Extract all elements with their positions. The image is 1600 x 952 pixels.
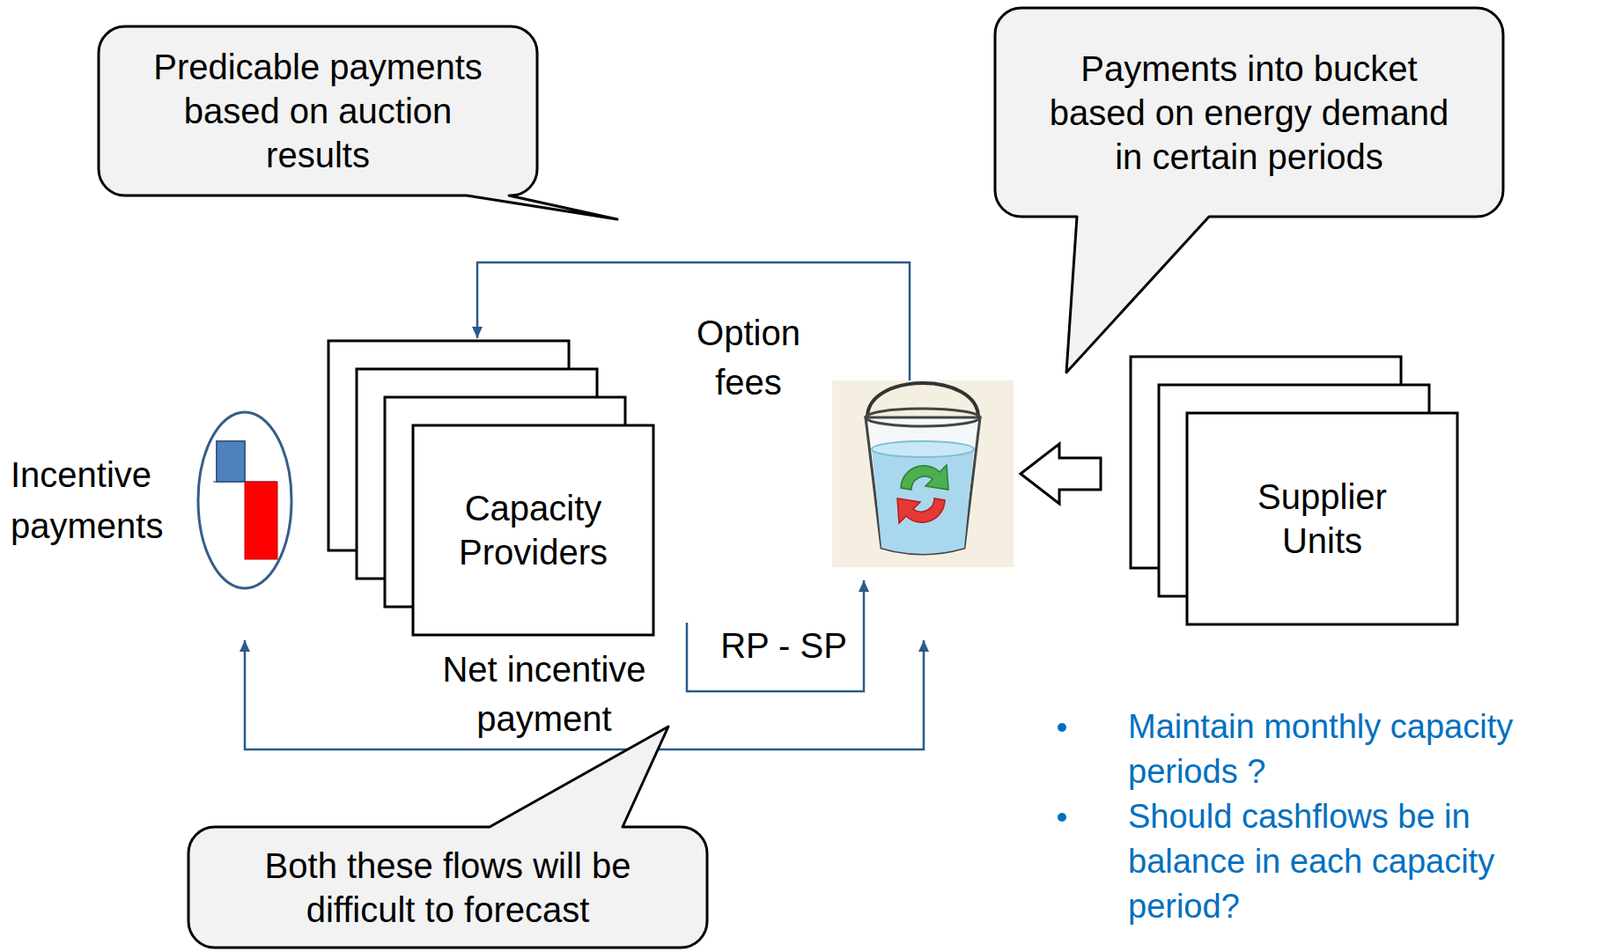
bucket-icon-outline	[832, 380, 1014, 568]
connector	[471, 262, 910, 381]
connector	[686, 580, 870, 692]
supplier-box: Supplier Units	[1187, 412, 1458, 625]
bullet-dot	[1057, 812, 1067, 822]
callout-box: Predicable payments based on auction res…	[98, 26, 538, 196]
bullet-note: Maintain monthly capacity periods ?	[1128, 704, 1595, 795]
callout-shape	[188, 726, 708, 948]
arrow-head	[918, 640, 930, 652]
node-text: Incentive payments	[10, 449, 187, 552]
arrow-head	[471, 326, 483, 339]
negative-bar	[244, 481, 278, 560]
connector	[1020, 443, 1101, 504]
arrow-head	[858, 580, 870, 592]
node-text: Capacity Providers	[430, 486, 636, 575]
edge-label: RP - SP	[717, 620, 850, 671]
bucket-water	[871, 449, 974, 554]
callout-box: Payments into bucket based on energy dem…	[995, 7, 1504, 217]
connector-line	[686, 580, 864, 692]
node-text: Supplier Units	[1213, 474, 1431, 563]
icon-ground	[832, 380, 1014, 568]
node-text: Payments into bucket based on energy dem…	[1043, 46, 1455, 179]
positive-bar	[216, 441, 245, 482]
node-text: Both these flows will be difficult to fo…	[223, 843, 672, 932]
edge-label: Net incentive payment	[412, 644, 677, 744]
bucket-body	[865, 417, 981, 554]
callout-shape	[995, 7, 1504, 373]
bucket-rim	[865, 408, 981, 427]
incentive-ellipse: Incentive payments	[196, 410, 294, 590]
bullet-note: Should cashflows be in balance in each c…	[1128, 794, 1595, 930]
water-surface	[871, 441, 974, 458]
callout-box: Both these flows will be difficult to fo…	[188, 826, 708, 948]
incentive-ellipse-outline	[196, 410, 294, 590]
cycle-arrow-red	[897, 498, 945, 524]
arrow-head	[239, 640, 251, 652]
node-text: Predicable payments based on auction res…	[133, 44, 502, 177]
bullet-dot	[1057, 722, 1067, 732]
callout-shape	[98, 26, 618, 220]
provider-box: Capacity Providers	[412, 425, 654, 635]
edge-label: Option fees	[678, 308, 819, 407]
block-arrow	[1020, 443, 1101, 504]
cycle-arrow-green	[900, 464, 949, 490]
supplier-box-outline	[1187, 412, 1458, 625]
box-outline	[1187, 412, 1458, 625]
provider-box-outline	[412, 425, 654, 635]
callout-box-outline	[188, 826, 708, 948]
connector-line	[477, 262, 910, 381]
bucket-icon	[832, 380, 1014, 568]
box-outline	[412, 425, 654, 635]
ellipse-outline	[198, 412, 292, 589]
